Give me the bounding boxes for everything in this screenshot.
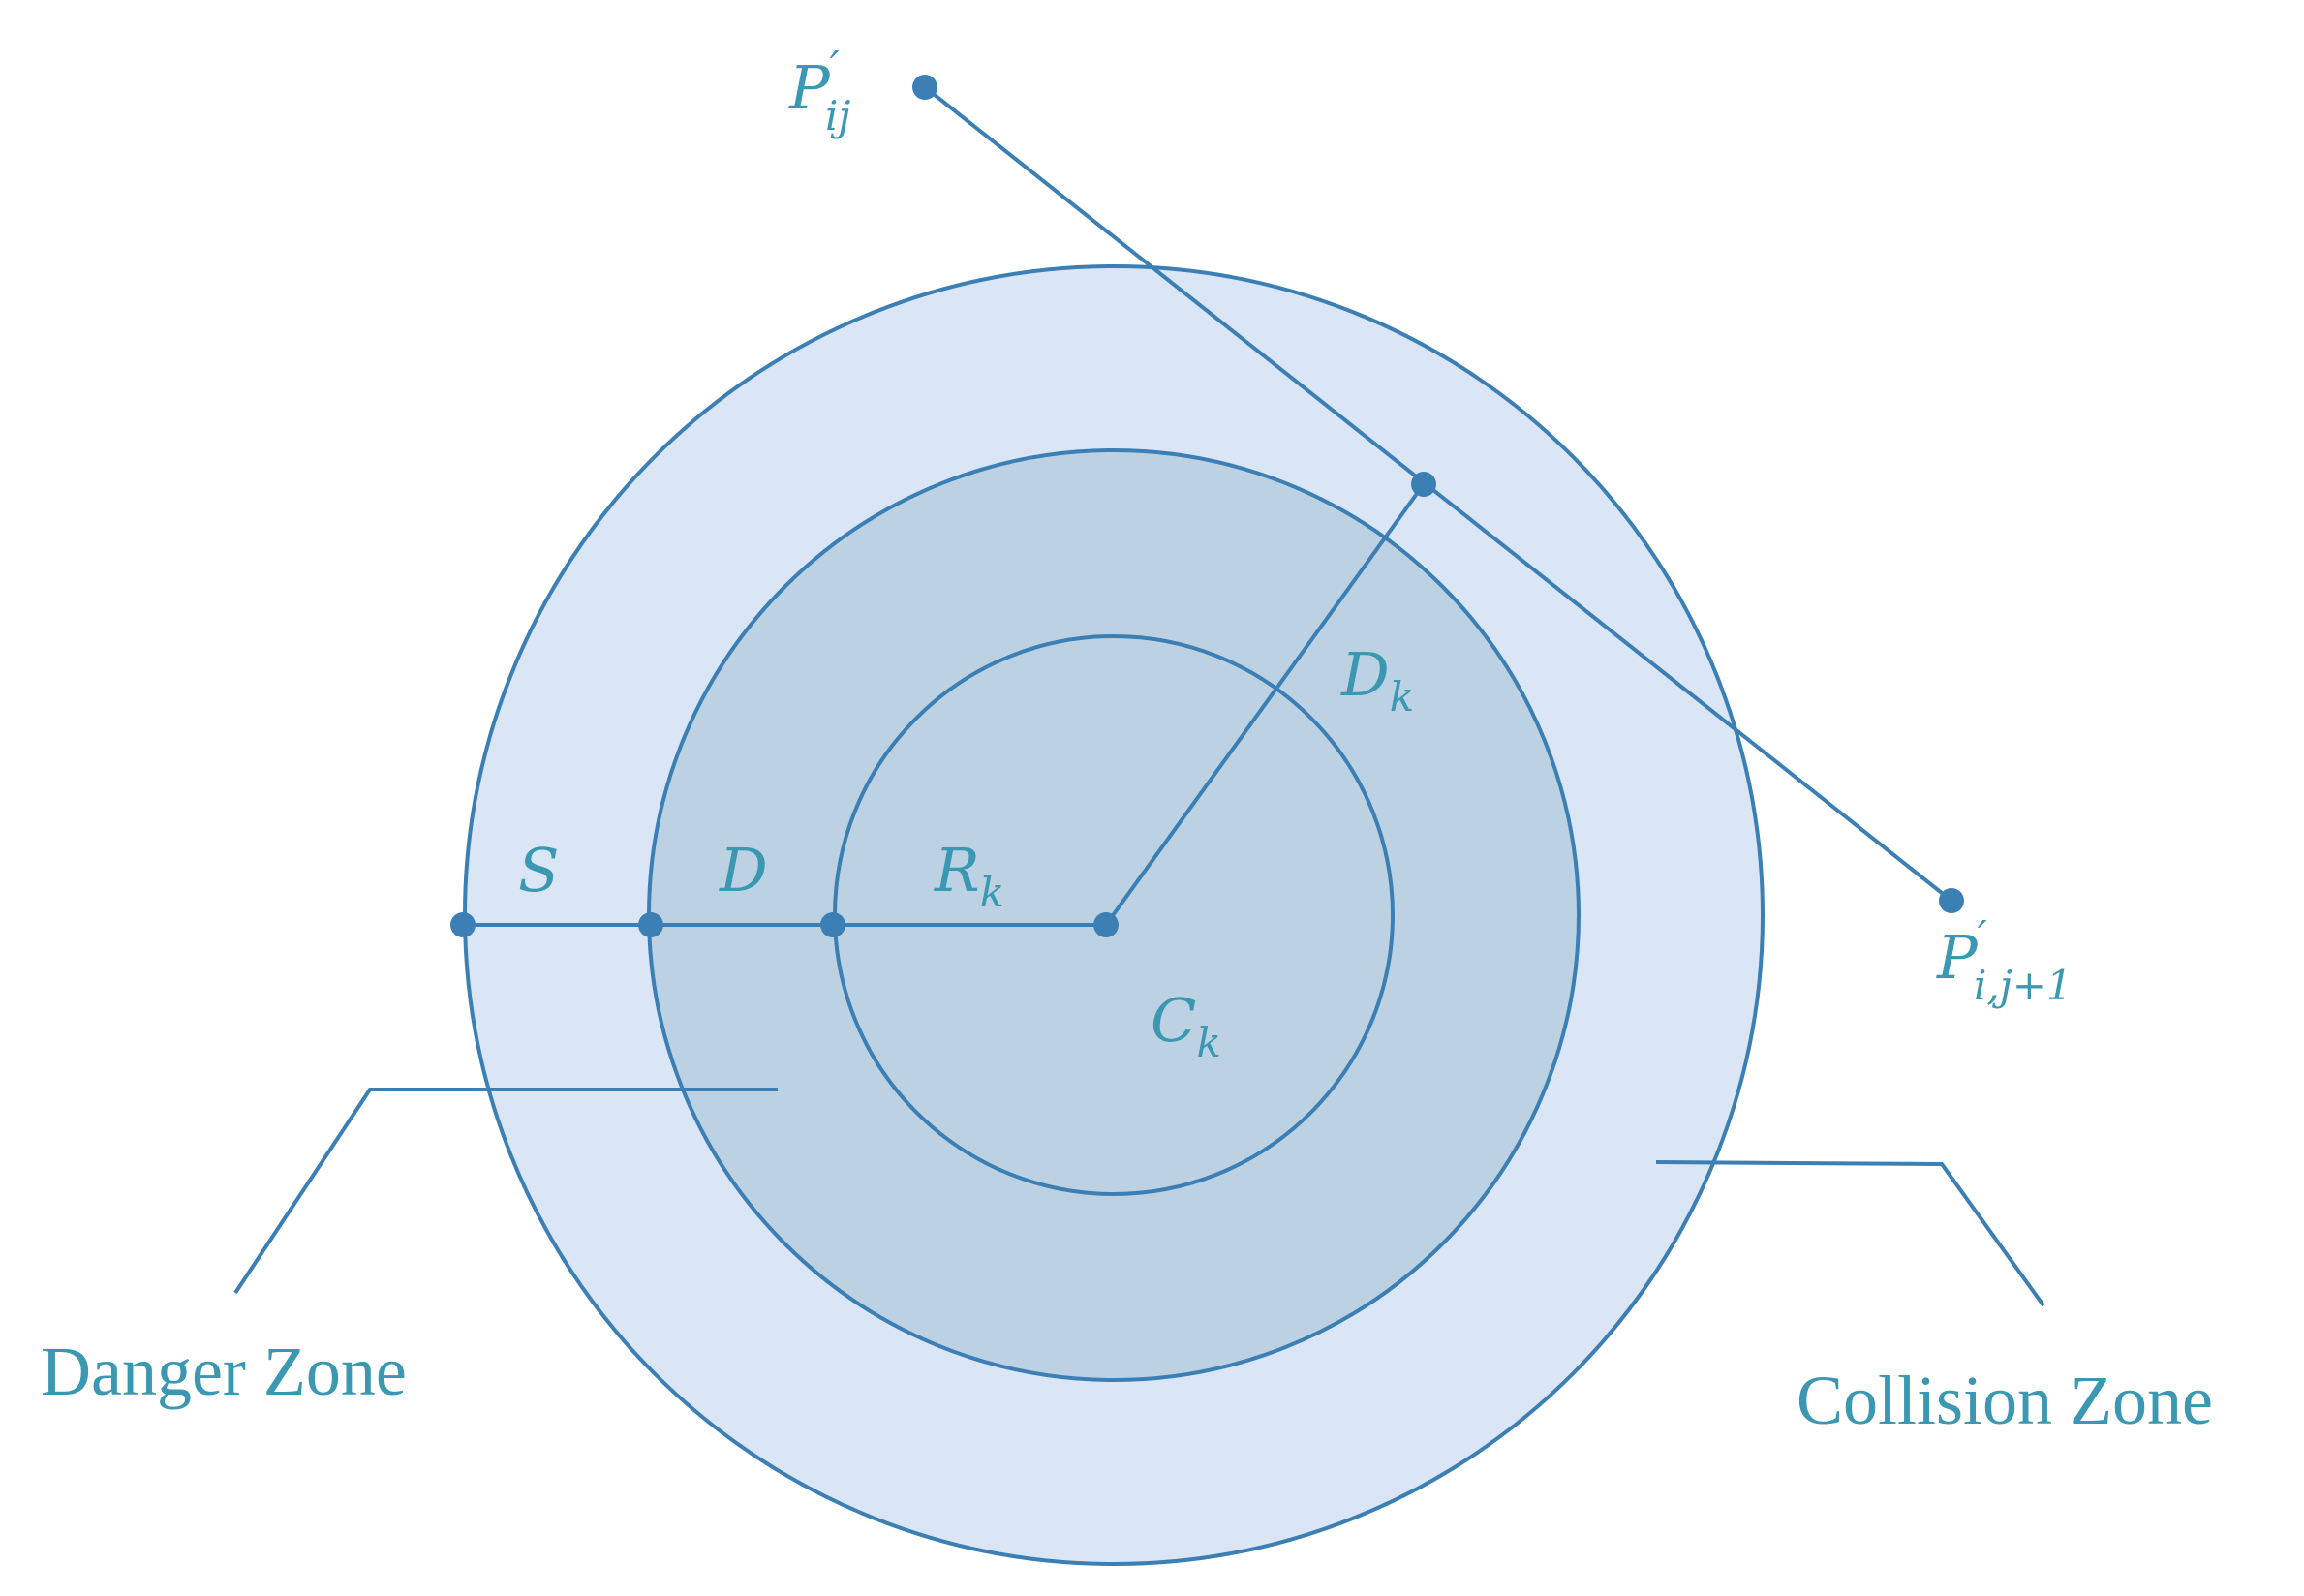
label-p-ij-main: P [788,52,831,123]
label-p-ij: P′ij [788,43,850,139]
label-s: S [518,835,559,905]
point-p-ij [912,75,937,100]
danger-zone-leader [233,1088,778,1295]
label-ck-sub: k [1196,1019,1220,1066]
distance-line-dk [1104,482,1426,927]
label-p-ij1-main: P [1936,922,1979,993]
label-p-ij1: P′i,j+1 [1936,912,2073,1009]
point-center-ck [1093,912,1119,937]
label-d: D [719,835,768,905]
point-p-ij1 [1939,888,1964,913]
label-ck: Ck [1151,985,1221,1066]
label-p-ij1-sup: ′ [1978,912,1987,962]
danger-zone-label: Danger Zone [41,1333,407,1410]
collision-zone-leader [1655,1160,2045,1307]
label-rk-sub: k [980,869,1004,916]
collision-zone-label: Collision Zone [1797,1362,2213,1439]
label-dk: Dk [1340,639,1414,721]
label-rk: Rk [934,835,1004,916]
label-p-ij-sub: ij [825,92,850,139]
point-outer-boundary [450,912,476,937]
point-intersection [1411,472,1436,497]
label-dk-main: D [1340,639,1390,710]
label-p-ij-sup: ′ [830,43,840,92]
label-dk-sub: k [1390,673,1414,721]
point-obstacle-boundary [820,912,845,937]
point-danger-boundary [638,912,663,937]
label-ck-main: C [1151,985,1196,1056]
label-p-ij1-sub: i,j+1 [1974,962,2073,1009]
path-segment [923,85,1953,903]
label-rk-main: R [934,835,980,905]
